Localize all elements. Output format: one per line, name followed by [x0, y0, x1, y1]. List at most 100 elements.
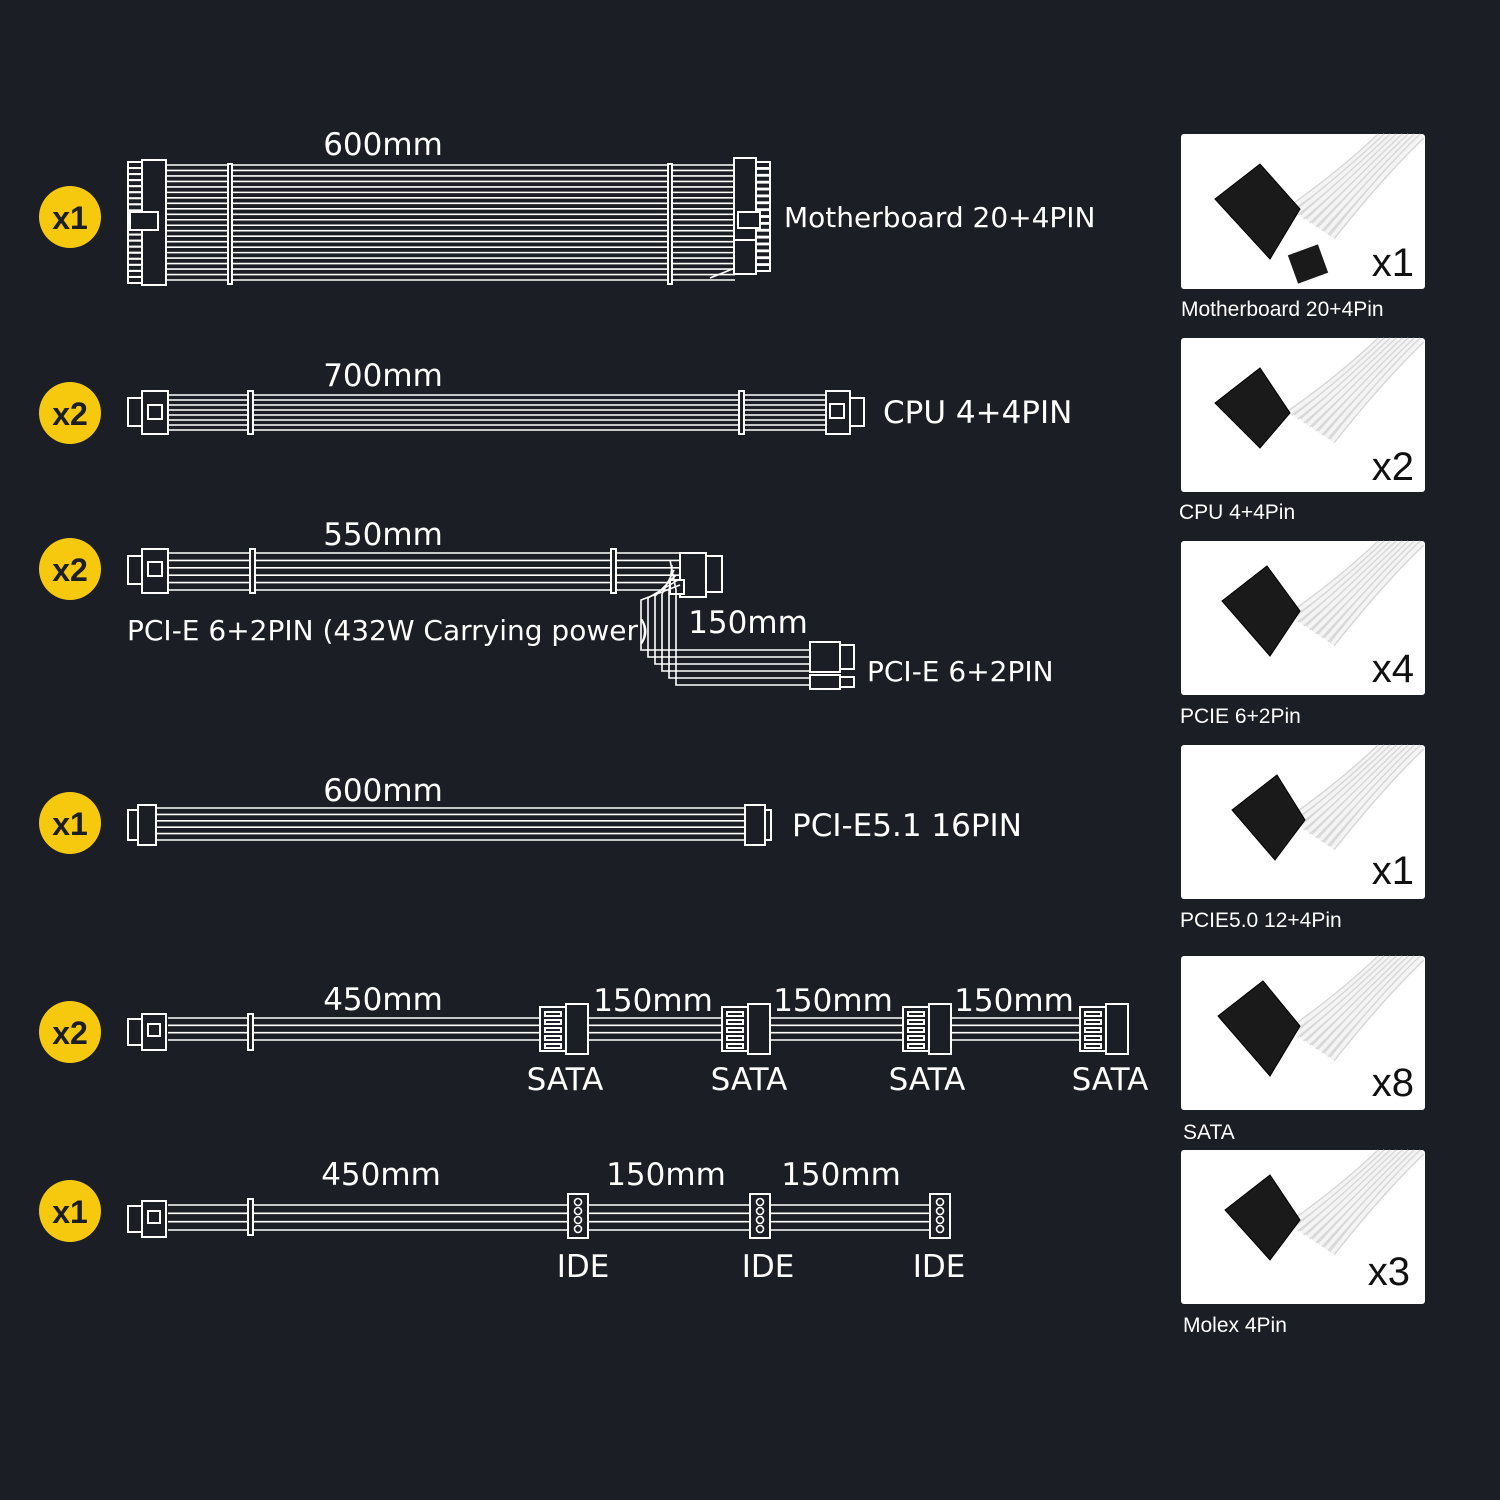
connector-label: SATA	[527, 1062, 604, 1098]
sata-pin	[907, 1011, 925, 1017]
sata-pin	[907, 1035, 925, 1041]
sata-housing	[928, 1003, 952, 1055]
cable-sleeve	[1312, 1150, 1406, 1243]
sata-pin	[726, 1035, 744, 1041]
connector-pins	[127, 555, 143, 585]
length-label: 600mm	[323, 127, 443, 163]
sata-pin	[726, 1011, 744, 1017]
sata-housing	[1105, 1003, 1129, 1055]
cable-sleeve	[1288, 956, 1382, 1033]
sata-pin	[544, 1027, 562, 1033]
cable-sleeve	[1318, 134, 1412, 231]
connector-6pin	[141, 1200, 167, 1238]
molex-pin	[935, 1215, 945, 1225]
molex-pin	[935, 1197, 945, 1207]
connector-shape	[1217, 980, 1301, 1077]
cable-sleeve	[1288, 1150, 1382, 1227]
wire-bundle	[168, 1204, 935, 1231]
connector-4pin-shape	[1287, 244, 1329, 284]
qty-badge: x1	[39, 186, 101, 248]
cable-sleeve	[1294, 745, 1388, 826]
sata-pin	[544, 1035, 562, 1041]
cable-sleeve	[1294, 134, 1388, 215]
qty-text: x1	[52, 1194, 88, 1230]
connector-label: IDE	[557, 1249, 610, 1285]
connector-16pin	[137, 804, 157, 846]
cable-name: PCI-E5.1 16PIN	[792, 808, 1022, 844]
cable-sleeve	[1312, 541, 1406, 634]
connector-pins	[764, 809, 772, 841]
length-label: 700mm	[323, 358, 443, 394]
cable-drawings	[127, 157, 1129, 1239]
connector-pins	[127, 397, 143, 427]
segment-length-label: 150mm	[954, 983, 1074, 1019]
cable-sleeve	[1306, 745, 1400, 834]
card-count: x1	[1372, 849, 1414, 893]
cable-comb	[247, 1013, 254, 1051]
sata-pin	[1084, 1027, 1102, 1033]
cable-sleeve	[1300, 134, 1394, 219]
connector-shape	[1214, 367, 1291, 449]
card-caption: PCIE 6+2Pin	[1180, 705, 1301, 728]
connector-label: IDE	[742, 1249, 795, 1285]
cable-sleeve	[1294, 956, 1388, 1037]
segment-length-label: 150mm	[606, 1157, 726, 1193]
connector-latch	[147, 1023, 161, 1037]
cable-sleeve	[1306, 956, 1400, 1045]
connector-pin	[755, 257, 771, 266]
card-count: x4	[1372, 647, 1414, 691]
molex-pin	[573, 1197, 583, 1207]
connector-latch	[737, 211, 761, 229]
cable-comb	[227, 163, 233, 285]
connector-label: SATA	[889, 1062, 966, 1098]
connector-photo	[1214, 337, 1425, 449]
connector-photo	[1231, 744, 1425, 861]
cable-sleeve	[1300, 338, 1394, 423]
connector-shape	[1221, 565, 1301, 657]
connector-pin	[755, 188, 771, 197]
cable-name: CPU 4+4PIN	[883, 395, 1072, 431]
wire	[669, 559, 810, 686]
sata-pin	[1084, 1035, 1102, 1041]
cable-sleeve	[1330, 745, 1424, 850]
wire	[668, 564, 810, 679]
sata-pin	[907, 1019, 925, 1025]
connector-latch	[147, 1210, 161, 1224]
cable-sleeve	[1306, 1150, 1400, 1239]
qty-text: x2	[52, 396, 88, 432]
cable-comb	[738, 390, 745, 435]
qty-text: x1	[52, 806, 88, 842]
connector-pin	[755, 161, 771, 169]
connector-pin	[127, 276, 143, 284]
connector-photo	[1214, 133, 1425, 284]
connector-pin	[755, 243, 771, 252]
length-label: 550mm	[323, 517, 443, 553]
segment-length-label: 150mm	[781, 1157, 901, 1193]
cable-sleeve	[1318, 338, 1412, 435]
molex-pin	[755, 1224, 765, 1234]
cable-sleeve	[1288, 338, 1382, 415]
wire	[709, 267, 736, 279]
length-label: 450mm	[321, 1157, 441, 1193]
connector-16pin	[744, 804, 766, 846]
connector-photo	[1221, 540, 1425, 657]
qty-badge: x2	[39, 538, 101, 600]
cable-sleeve	[1312, 338, 1406, 431]
cable-sleeve	[1318, 1150, 1412, 1247]
wire	[661, 569, 810, 672]
connector-pin	[755, 264, 771, 272]
wire-bundle	[156, 807, 745, 841]
card-caption: SATA	[1183, 1121, 1235, 1144]
card-caption: Molex 4Pin	[1183, 1314, 1287, 1337]
card-caption: PCIE5.0 12+4Pin	[1180, 909, 1342, 932]
connector-pin	[755, 167, 771, 176]
sata-pin	[544, 1019, 562, 1025]
cable-comb	[249, 548, 256, 594]
cable-sleeve	[1294, 338, 1388, 419]
connector-label: SATA	[711, 1062, 788, 1098]
connector-pins	[849, 397, 865, 427]
